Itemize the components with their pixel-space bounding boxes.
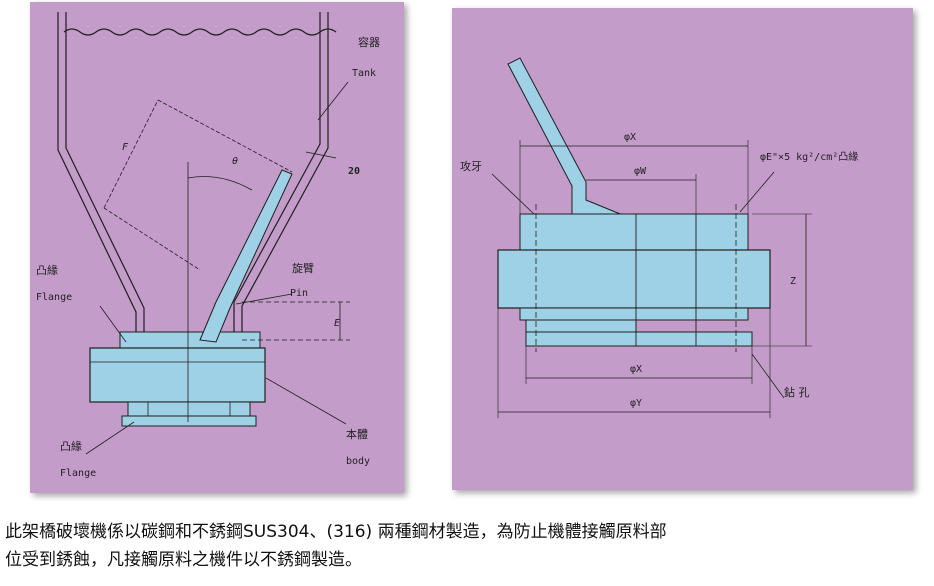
tank-left-wall-inner: [65, 12, 145, 332]
thread-leader: [491, 173, 535, 215]
label-e: E: [334, 318, 340, 329]
main-body-shape: [497, 249, 771, 309]
tank-leader: [317, 81, 349, 121]
label-tank-en: Tank: [352, 68, 376, 79]
bottom-plate-shape: [525, 319, 637, 333]
label-f: F: [122, 142, 129, 153]
drill-leader: [751, 353, 785, 399]
label-phix-bottom: φX: [630, 364, 642, 375]
tank-right-wall-outer: [241, 12, 329, 332]
body-leader: [265, 377, 347, 425]
label-theta: θ: [232, 156, 238, 167]
label-body-cn: 本體: [346, 427, 368, 441]
lever-arm-shape: [507, 57, 631, 219]
flange-bottom-leader: [85, 421, 135, 455]
label-flange-bottom-cn: 凸緣: [60, 440, 82, 453]
dim-20-line: [305, 151, 337, 159]
label-arm-cn: 旋臂: [292, 261, 314, 275]
top-flange-shape: [119, 331, 261, 349]
label-flange-top-en: Flange: [36, 292, 72, 303]
pin-leader: [235, 293, 293, 305]
caption-line-2: 位受到銹蝕，凡接觸原料之機件以不銹鋼製造。: [5, 550, 362, 570]
right-diagram-svg: 攻牙 φX φW φE"×5 kg²/cm²凸緣 Z φX φY 鉆 孔: [460, 57, 858, 418]
label-drill: 鉆 孔: [784, 385, 810, 399]
swing-arm-shape: [199, 169, 293, 343]
base-plate-shape: [525, 331, 753, 347]
lower-block-shape: [519, 307, 749, 321]
bottom-flange-plate: [121, 415, 257, 427]
left-diagram-panel: 容器 Tank 20 F θ 旋臂 Pin E 凸緣 Flange 凸緣 Fla…: [30, 2, 404, 493]
label-phiy: φY: [630, 398, 642, 409]
tank-right-wall-inner: [233, 12, 321, 332]
left-diagram-svg: 容器 Tank 20 F θ 旋臂 Pin E 凸緣 Flange 凸緣 Fla…: [36, 12, 380, 479]
label-body-en: body: [346, 456, 370, 467]
theta-arc: [187, 176, 253, 191]
label-20: 20: [348, 166, 360, 177]
right-diagram-panel: 攻牙 φX φW φE"×5 kg²/cm²凸緣 Z φX φY 鉆 孔: [452, 8, 913, 490]
flange-top-leader: [99, 305, 127, 343]
label-tank-cn: 容器: [358, 35, 380, 49]
label-pin: Pin: [290, 288, 308, 299]
caption-line-1: 此架橋破壞機係以碳鋼和不銹鋼SUS304、(316) 兩種鋼材製造，為防止機體接…: [5, 522, 667, 542]
phie-leader: [739, 171, 775, 213]
caption: 此架橋破壞機係以碳鋼和不銹鋼SUS304、(316) 兩種鋼材製造，為防止機體接…: [5, 518, 929, 574]
top-flange-shape: [519, 213, 749, 251]
label-phiw: φW: [634, 166, 647, 177]
tank-top-wave: [63, 28, 337, 36]
label-thread: 攻牙: [460, 159, 482, 173]
label-phie: φE"×5 kg²/cm²凸緣: [760, 150, 858, 163]
label-z: Z: [790, 276, 796, 287]
label-flange-bottom-en: Flange: [60, 468, 96, 479]
bottom-flange-shape: [127, 401, 251, 417]
f-dimension-line: [103, 99, 159, 209]
body-shape: [89, 347, 266, 403]
tank-left-wall-outer: [57, 12, 137, 332]
label-phix-top: φX: [624, 132, 636, 143]
label-flange-top-cn: 凸緣: [36, 264, 58, 277]
